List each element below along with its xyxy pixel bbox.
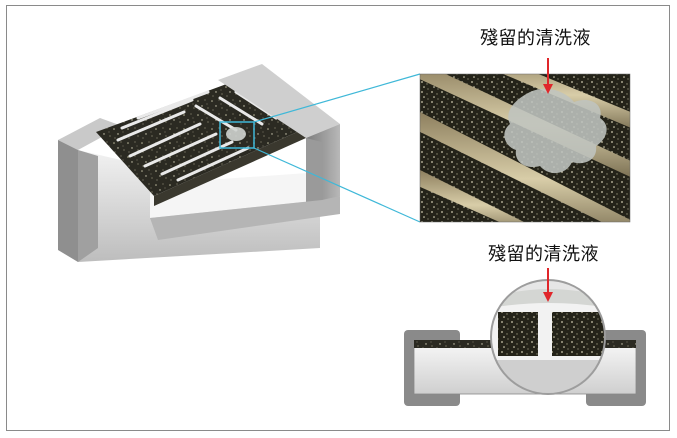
left-terminal-top	[58, 118, 122, 150]
zoom-line-bottom	[253, 147, 421, 223]
lens-electrode-right	[552, 312, 604, 356]
left-terminal-side	[58, 140, 78, 262]
callout-label-bottom: 殘留的清洗液	[488, 244, 599, 265]
right-terminal-top	[218, 64, 340, 138]
zoom-line-top	[253, 73, 421, 123]
cross-section	[404, 279, 646, 406]
zoom-box	[219, 121, 255, 149]
callout-label-top: 殘留的清洗液	[480, 28, 591, 49]
residue-spot	[226, 127, 246, 141]
chip-resistor	[58, 64, 340, 262]
magnified-view	[419, 73, 631, 223]
residue-blob	[504, 88, 607, 174]
lens-electrode-left	[498, 312, 538, 356]
resistive-film	[96, 82, 306, 196]
